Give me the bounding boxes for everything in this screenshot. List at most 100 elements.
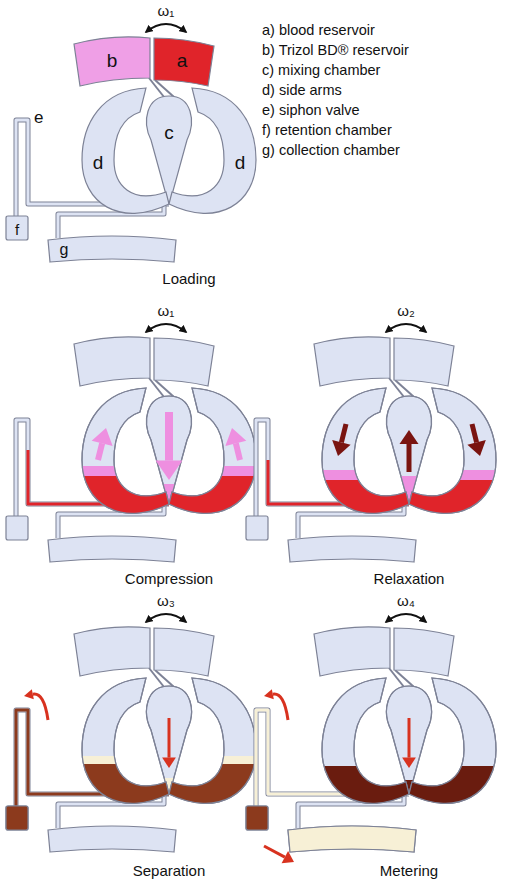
rotation-speed: ω₃ <box>157 592 175 610</box>
step-name: Separation <box>133 862 206 880</box>
chamber-outline <box>169 88 256 213</box>
mixing-chamber: c <box>146 96 192 202</box>
legend-entry: d) side arms <box>262 82 342 99</box>
legend-entry: e) siphon valve <box>262 102 360 119</box>
channel <box>395 670 414 687</box>
retention-chamber: f <box>6 216 28 240</box>
chamber-outline <box>147 96 192 202</box>
chamber <box>394 338 454 386</box>
part-letter: d <box>93 153 104 172</box>
channel <box>155 380 174 397</box>
flow-arrow <box>168 718 171 758</box>
collection-chamber: g <box>48 236 176 262</box>
flow-arrowhead <box>156 461 183 480</box>
step-name: Compression <box>125 570 213 588</box>
flow-arrow <box>472 424 477 442</box>
part-letter: a <box>177 51 188 70</box>
flow-arrowhead <box>24 689 34 699</box>
chamber-outline <box>6 216 28 240</box>
chamber <box>394 628 454 676</box>
step-name: Loading <box>162 270 215 288</box>
flow-arrow <box>407 444 412 472</box>
liquid <box>4 790 30 890</box>
legend-entry: a) blood reservoir <box>262 22 375 39</box>
chamber-outline <box>169 678 256 803</box>
part-letter: c <box>164 123 174 142</box>
chamber-outline <box>246 806 268 830</box>
rotation-arrow <box>386 324 426 332</box>
chamber <box>154 338 214 386</box>
part-letter: f <box>15 222 19 237</box>
chamber-outline <box>288 826 416 852</box>
chamber <box>314 627 390 676</box>
process-step <box>4 614 260 890</box>
part-letter: e <box>34 108 43 128</box>
legend-entry: b) Trizol BD® reservoir <box>262 42 409 59</box>
flow-arrow <box>33 694 48 720</box>
channel <box>155 670 174 687</box>
legend-entry: f) retention chamber <box>262 122 392 139</box>
chamber <box>74 337 150 386</box>
chamber <box>387 686 432 792</box>
part-letter: g <box>60 242 69 258</box>
rotation-arrow <box>146 324 186 332</box>
chamber <box>314 337 390 386</box>
chamber <box>154 628 214 676</box>
step-name: Metering <box>380 862 438 880</box>
flow-arrow <box>264 846 285 857</box>
side-arm: d <box>80 88 169 228</box>
chamber-outline <box>322 388 409 513</box>
rotation-arrow <box>146 614 186 622</box>
part-letter: d <box>235 153 246 172</box>
part-letter: b <box>107 51 118 70</box>
flow-arrowhead <box>264 689 274 699</box>
chamber-outline <box>387 396 432 502</box>
flow-arrow <box>273 694 288 720</box>
chamber-shape <box>146 96 192 202</box>
chamber-outline <box>154 38 214 86</box>
chamber-outline <box>82 88 169 213</box>
reservoir: a <box>154 36 216 86</box>
flow-arrowhead <box>402 758 416 768</box>
chamber <box>147 686 192 792</box>
chamber-outline <box>82 388 169 513</box>
liquid <box>286 820 418 890</box>
flow-arrowhead <box>332 440 350 456</box>
chamber-outline <box>322 678 409 803</box>
rotation-arrow <box>146 24 186 32</box>
rotation-arrow <box>386 614 426 622</box>
flow-arrow <box>341 424 346 442</box>
chamber-outline <box>48 236 176 262</box>
flow-arrowhead <box>282 851 294 863</box>
flow-arrow <box>236 443 240 460</box>
legend-entry: c) mixing chamber <box>262 62 380 79</box>
chamber <box>246 516 268 540</box>
chamber <box>48 826 176 852</box>
flow-arrowhead <box>225 428 246 446</box>
channel <box>155 80 174 97</box>
chamber-outline <box>147 396 192 502</box>
rotation-speed: ω₂ <box>397 302 415 320</box>
chamber-outline <box>409 678 496 803</box>
liquid <box>244 790 270 890</box>
chamber-outline <box>409 388 496 513</box>
chamber <box>48 536 176 562</box>
flow-arrowhead <box>162 758 176 768</box>
flow-arrowhead <box>400 430 419 444</box>
chamber <box>74 627 150 676</box>
chamber-outline <box>387 686 432 792</box>
chamber-outline <box>82 678 169 803</box>
rotation-speed: ω₁ <box>158 2 175 20</box>
legend-entry: g) collection chamber <box>262 142 400 159</box>
step-name: Relaxation <box>374 570 445 588</box>
process-step <box>244 614 500 890</box>
reservoir: b <box>72 36 150 86</box>
flow-arrowhead <box>467 440 485 456</box>
flow-arrowhead <box>92 428 113 446</box>
flow-arrow <box>165 412 173 461</box>
chamber-outline <box>147 686 192 792</box>
side-arm: d <box>169 88 258 228</box>
flow-arrow <box>408 718 411 758</box>
rotation-speed: ω₄ <box>397 592 415 610</box>
